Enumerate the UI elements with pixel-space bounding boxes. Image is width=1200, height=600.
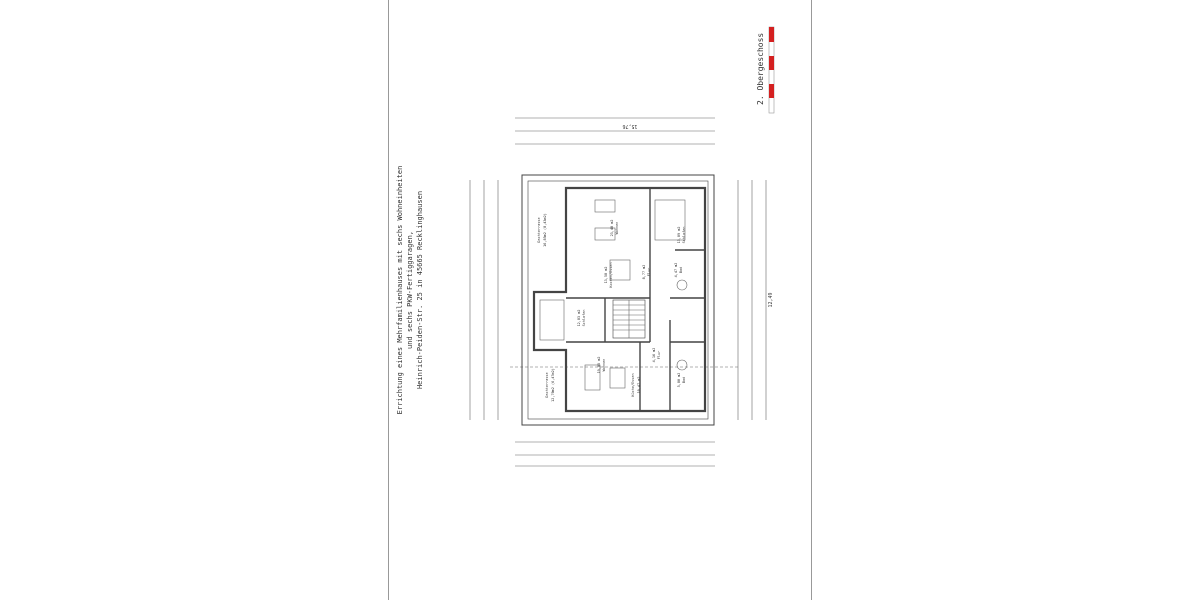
room-name: Wohnen bbox=[615, 222, 619, 235]
dimension-top-total: 15,76 bbox=[622, 123, 637, 129]
dimension-lines-top: 15,76 bbox=[515, 117, 715, 145]
room-name: Kochen/Essen bbox=[609, 262, 613, 287]
room-area: 19,85 m2 bbox=[597, 357, 601, 374]
room-area: 23,48 m2 bbox=[610, 220, 614, 237]
dimension-side-total: 12,49 bbox=[768, 292, 774, 307]
room-name: Wohnen bbox=[602, 359, 606, 372]
scale-bar bbox=[768, 26, 775, 114]
room-area: 5,80 m2 bbox=[677, 373, 681, 388]
title-line-3: Heinrich-Peiden-Str. 25 in 45665 Recklin… bbox=[416, 191, 424, 389]
room-area: 10,47 m2 bbox=[637, 377, 641, 394]
room-area: 4,47 m2 bbox=[674, 263, 678, 278]
room-area: 16,85m2 (8,43m2) bbox=[543, 213, 547, 247]
room-area: 12,83 m2 bbox=[577, 310, 581, 327]
building-outline bbox=[521, 174, 715, 426]
room-area: 8,77 m2 bbox=[642, 265, 646, 280]
title-block: Errichtung eines Mehrfamilienhauses mit … bbox=[396, 166, 424, 415]
room-name: Flur bbox=[657, 351, 661, 359]
room-area: 13,58 m2 bbox=[604, 267, 608, 284]
dimension-lines-right: 12,49 bbox=[737, 180, 774, 420]
drawing-sheet bbox=[388, 0, 812, 600]
room-name: Dachterrasse bbox=[537, 217, 541, 242]
dimension-lines-bottom bbox=[515, 441, 715, 467]
title-line-2: und sechs PKW-Fertiggaragen, bbox=[406, 231, 414, 349]
room-name: Küche/Essen bbox=[631, 373, 635, 396]
floor-label: 2. Obergeschoss bbox=[756, 33, 765, 105]
room-name: Schlafen bbox=[682, 227, 686, 244]
title-line-1: Errichtung eines Mehrfamilienhauses mit … bbox=[396, 166, 404, 415]
staircase bbox=[612, 299, 646, 339]
room-name: Schlafen bbox=[582, 310, 586, 327]
room-name: Flur bbox=[647, 268, 651, 276]
room-area: 13,89 m2 bbox=[677, 227, 681, 244]
room-name: Bad bbox=[679, 267, 683, 273]
room-area: 12,70m2 (6,47m2) bbox=[551, 368, 555, 402]
dimension-lines-left bbox=[469, 180, 499, 420]
room-name: Bad bbox=[682, 377, 686, 383]
room-area: 4,16 m2 bbox=[652, 348, 656, 363]
room-name: Dachterrasse bbox=[545, 372, 549, 397]
